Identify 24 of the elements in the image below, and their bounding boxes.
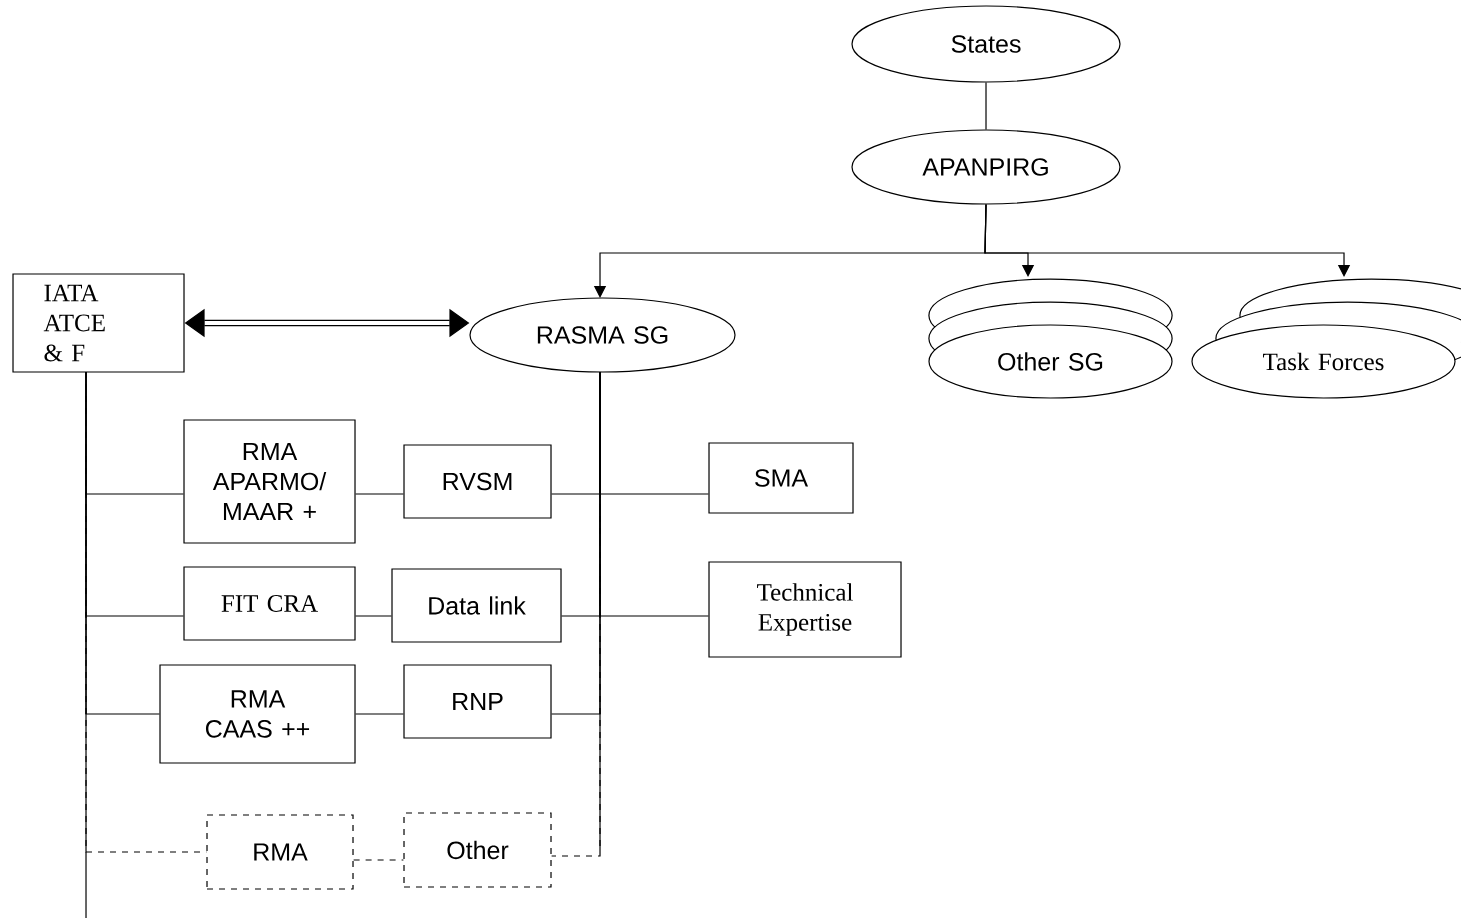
box-node: RMA APARMO/ MAAR + [183, 419, 356, 544]
oval-node: RASMA SG [469, 297, 736, 373]
box-node: RVSM [403, 444, 552, 519]
connector-line [985, 82, 987, 130]
arrow [984, 204, 1351, 277]
box-node: IATA ATCE & F [12, 273, 185, 373]
box-node: SMA [708, 442, 854, 514]
dashed-box-node: Other [403, 812, 552, 888]
box-node: RNP [403, 664, 552, 739]
connector-line [355, 493, 404, 495]
connector-line [355, 713, 404, 715]
connector-line [355, 615, 392, 617]
connector-line [353, 859, 404, 861]
oval-node: States [851, 5, 1121, 83]
stacked-ovals: Other SG [928, 278, 1173, 399]
box-node: Data link [391, 568, 562, 643]
box-node: FIT CRA [183, 566, 356, 641]
box-node: Technical Expertise [708, 561, 902, 658]
dashed-box-node: RMA [206, 814, 354, 890]
oval-node: APANPIRG [851, 129, 1121, 205]
box-node: RMA CAAS ++ [159, 664, 356, 764]
connector-line [85, 371, 207, 853]
node-label: Task Forces [1263, 352, 1384, 371]
stacked-ovals: Task Forces [1191, 278, 1461, 399]
